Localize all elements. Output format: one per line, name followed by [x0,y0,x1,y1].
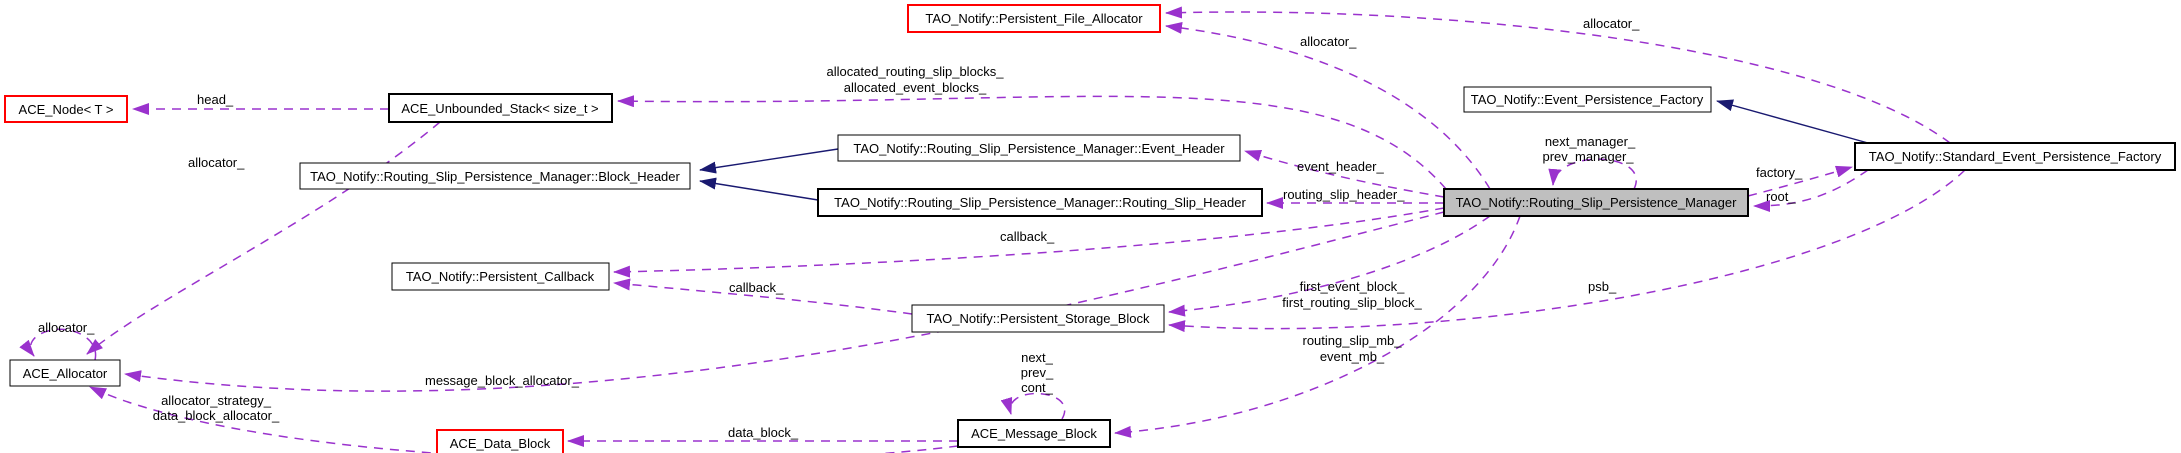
edge-label-cont: cont_ [1021,380,1054,395]
node-ace-unbounded-stack[interactable]: ACE_Unbounded_Stack< size_t > [388,93,613,123]
edge-label-first-routing-slip-block: first_routing_slip_block_ [1282,295,1422,310]
edge-callback-from-manager [613,207,1445,278]
edge-label-allocated-routing-slip-blocks: allocated_routing_slip_blocks_ [826,64,1004,79]
node-persistent-storage-block-label: TAO_Notify::Persistent_Storage_Block [926,311,1150,326]
edge-message-block-allocator [124,211,1445,392]
node-persistent-storage-block[interactable]: TAO_Notify::Persistent_Storage_Block [911,304,1165,333]
edge-message-block-self-loop [1000,392,1066,420]
node-block-header-label: TAO_Notify::Routing_Slip_Persistence_Man… [310,169,680,184]
node-ace-allocator-label: ACE_Allocator [23,366,108,381]
edge-label-callback-manager: callback_ [1000,229,1055,244]
edge-label-routing-slip-mb: routing_slip_mb_ [1302,333,1402,348]
edge-label-head: head_ [197,92,234,107]
edge-label-data-block: data_block_ [728,425,799,440]
edge-label-first-event-block: first_event_block_ [1300,279,1406,294]
edge-label-manager-allocator: allocator_ [1300,34,1357,49]
node-persistent-file-allocator-label: TAO_Notify::Persistent_File_Allocator [925,11,1143,26]
edge-label-root: root_ [1766,189,1796,204]
edge-standard-factory-allocator [1165,6,1951,144]
edge-label-data-block-allocator: data_block_allocator_ [153,408,280,423]
edge-label-event-header: event_header_ [1297,159,1385,174]
edge-root [1753,169,1869,212]
edge-allocated-blocks [617,95,1447,190]
node-event-persistence-factory-label: TAO_Notify::Event_Persistence_Factory [1471,92,1704,107]
edge-label-factory-allocator: allocator_ [1583,16,1640,31]
edge-event-header [1244,150,1445,198]
edge-label-allocated-event-blocks: allocated_event_blocks_ [844,80,987,95]
node-standard-event-persistence-factory[interactable]: TAO_Notify::Standard_Event_Persistence_F… [1854,142,2176,171]
node-routing-slip-header-label: TAO_Notify::Routing_Slip_Persistence_Man… [834,195,1246,210]
edge-label-factory: factory_ [1756,165,1803,180]
edge-labels: head_ allocator_ allocator_ allocated_ro… [38,16,1803,440]
edge-manager-allocator [1165,21,1491,190]
edge-label-allocator-strategy: allocator_strategy_ [161,393,272,408]
edges [19,6,1966,453]
edge-first-blocks [1168,215,1491,317]
node-ace-message-block-label: ACE_Message_Block [971,426,1097,441]
node-ace-unbounded-stack-label: ACE_Unbounded_Stack< size_t > [401,101,598,116]
node-routing-slip-header[interactable]: TAO_Notify::Routing_Slip_Persistence_Man… [817,188,1263,217]
node-ace-data-block[interactable]: ACE_Data_Block [436,429,564,453]
edge-label-psb: psb_ [1588,279,1617,294]
edge-inherit-standard-factory-to-event-persistence-factory [1716,99,1869,144]
edge-label-prev-manager: prev_manager_ [1542,149,1634,164]
edge-callback-from-storage-block [613,278,913,315]
node-ace-allocator[interactable]: ACE_Allocator [9,359,121,387]
edge-label-next-manager: next_manager_ [1545,134,1636,149]
node-event-persistence-factory[interactable]: TAO_Notify::Event_Persistence_Factory [1463,86,1712,113]
edge-allocator-strategy [89,386,959,453]
edge-psb [1168,169,1966,333]
node-ace-data-block-label: ACE_Data_Block [450,436,551,451]
node-block-header[interactable]: TAO_Notify::Routing_Slip_Persistence_Man… [299,162,691,190]
node-ace-message-block[interactable]: ACE_Message_Block [957,419,1111,448]
edge-allocator-self-loop [19,328,97,361]
node-event-header-label: TAO_Notify::Routing_Slip_Persistence_Man… [853,141,1225,156]
edge-label-stack-allocator: allocator_ [188,155,245,170]
node-event-header[interactable]: TAO_Notify::Routing_Slip_Persistence_Man… [837,134,1241,162]
nodes: ACE_Node< T > ACE_Unbounded_Stack< size_… [4,4,2176,453]
edge-label-next: next_ [1021,350,1054,365]
node-persistent-callback-label: TAO_Notify::Persistent_Callback [406,269,595,284]
edge-label-allocator-self: allocator_ [38,320,95,335]
edge-message-blocks [1114,215,1521,438]
edge-label-callback-storage: callback_ [729,280,784,295]
node-routing-slip-persistence-manager: TAO_Notify::Routing_Slip_Persistence_Man… [1443,188,1749,217]
node-standard-event-persistence-factory-label: TAO_Notify::Standard_Event_Persistence_F… [1869,149,2162,164]
edge-inherit-routing-slip-header-to-block-header [699,177,819,201]
edge-label-message-block-allocator: message_block_allocator_ [425,373,580,388]
node-ace-node-label: ACE_Node< T > [19,102,114,117]
node-ace-node[interactable]: ACE_Node< T > [4,95,128,123]
edge-label-event-mb: event_mb_ [1320,349,1385,364]
node-persistent-callback[interactable]: TAO_Notify::Persistent_Callback [391,262,610,291]
edge-stack-allocator [86,121,441,355]
edge-label-routing-slip-header: routing_slip_header_ [1283,187,1405,202]
edge-label-prev: prev_ [1021,365,1054,380]
edge-manager-self-loop [1548,158,1637,190]
node-routing-slip-persistence-manager-label: TAO_Notify::Routing_Slip_Persistence_Man… [1456,195,1738,210]
edge-factory [1747,165,1853,197]
node-persistent-file-allocator[interactable]: TAO_Notify::Persistent_File_Allocator [907,4,1161,33]
edge-inherit-event-header-to-block-header [699,148,839,174]
